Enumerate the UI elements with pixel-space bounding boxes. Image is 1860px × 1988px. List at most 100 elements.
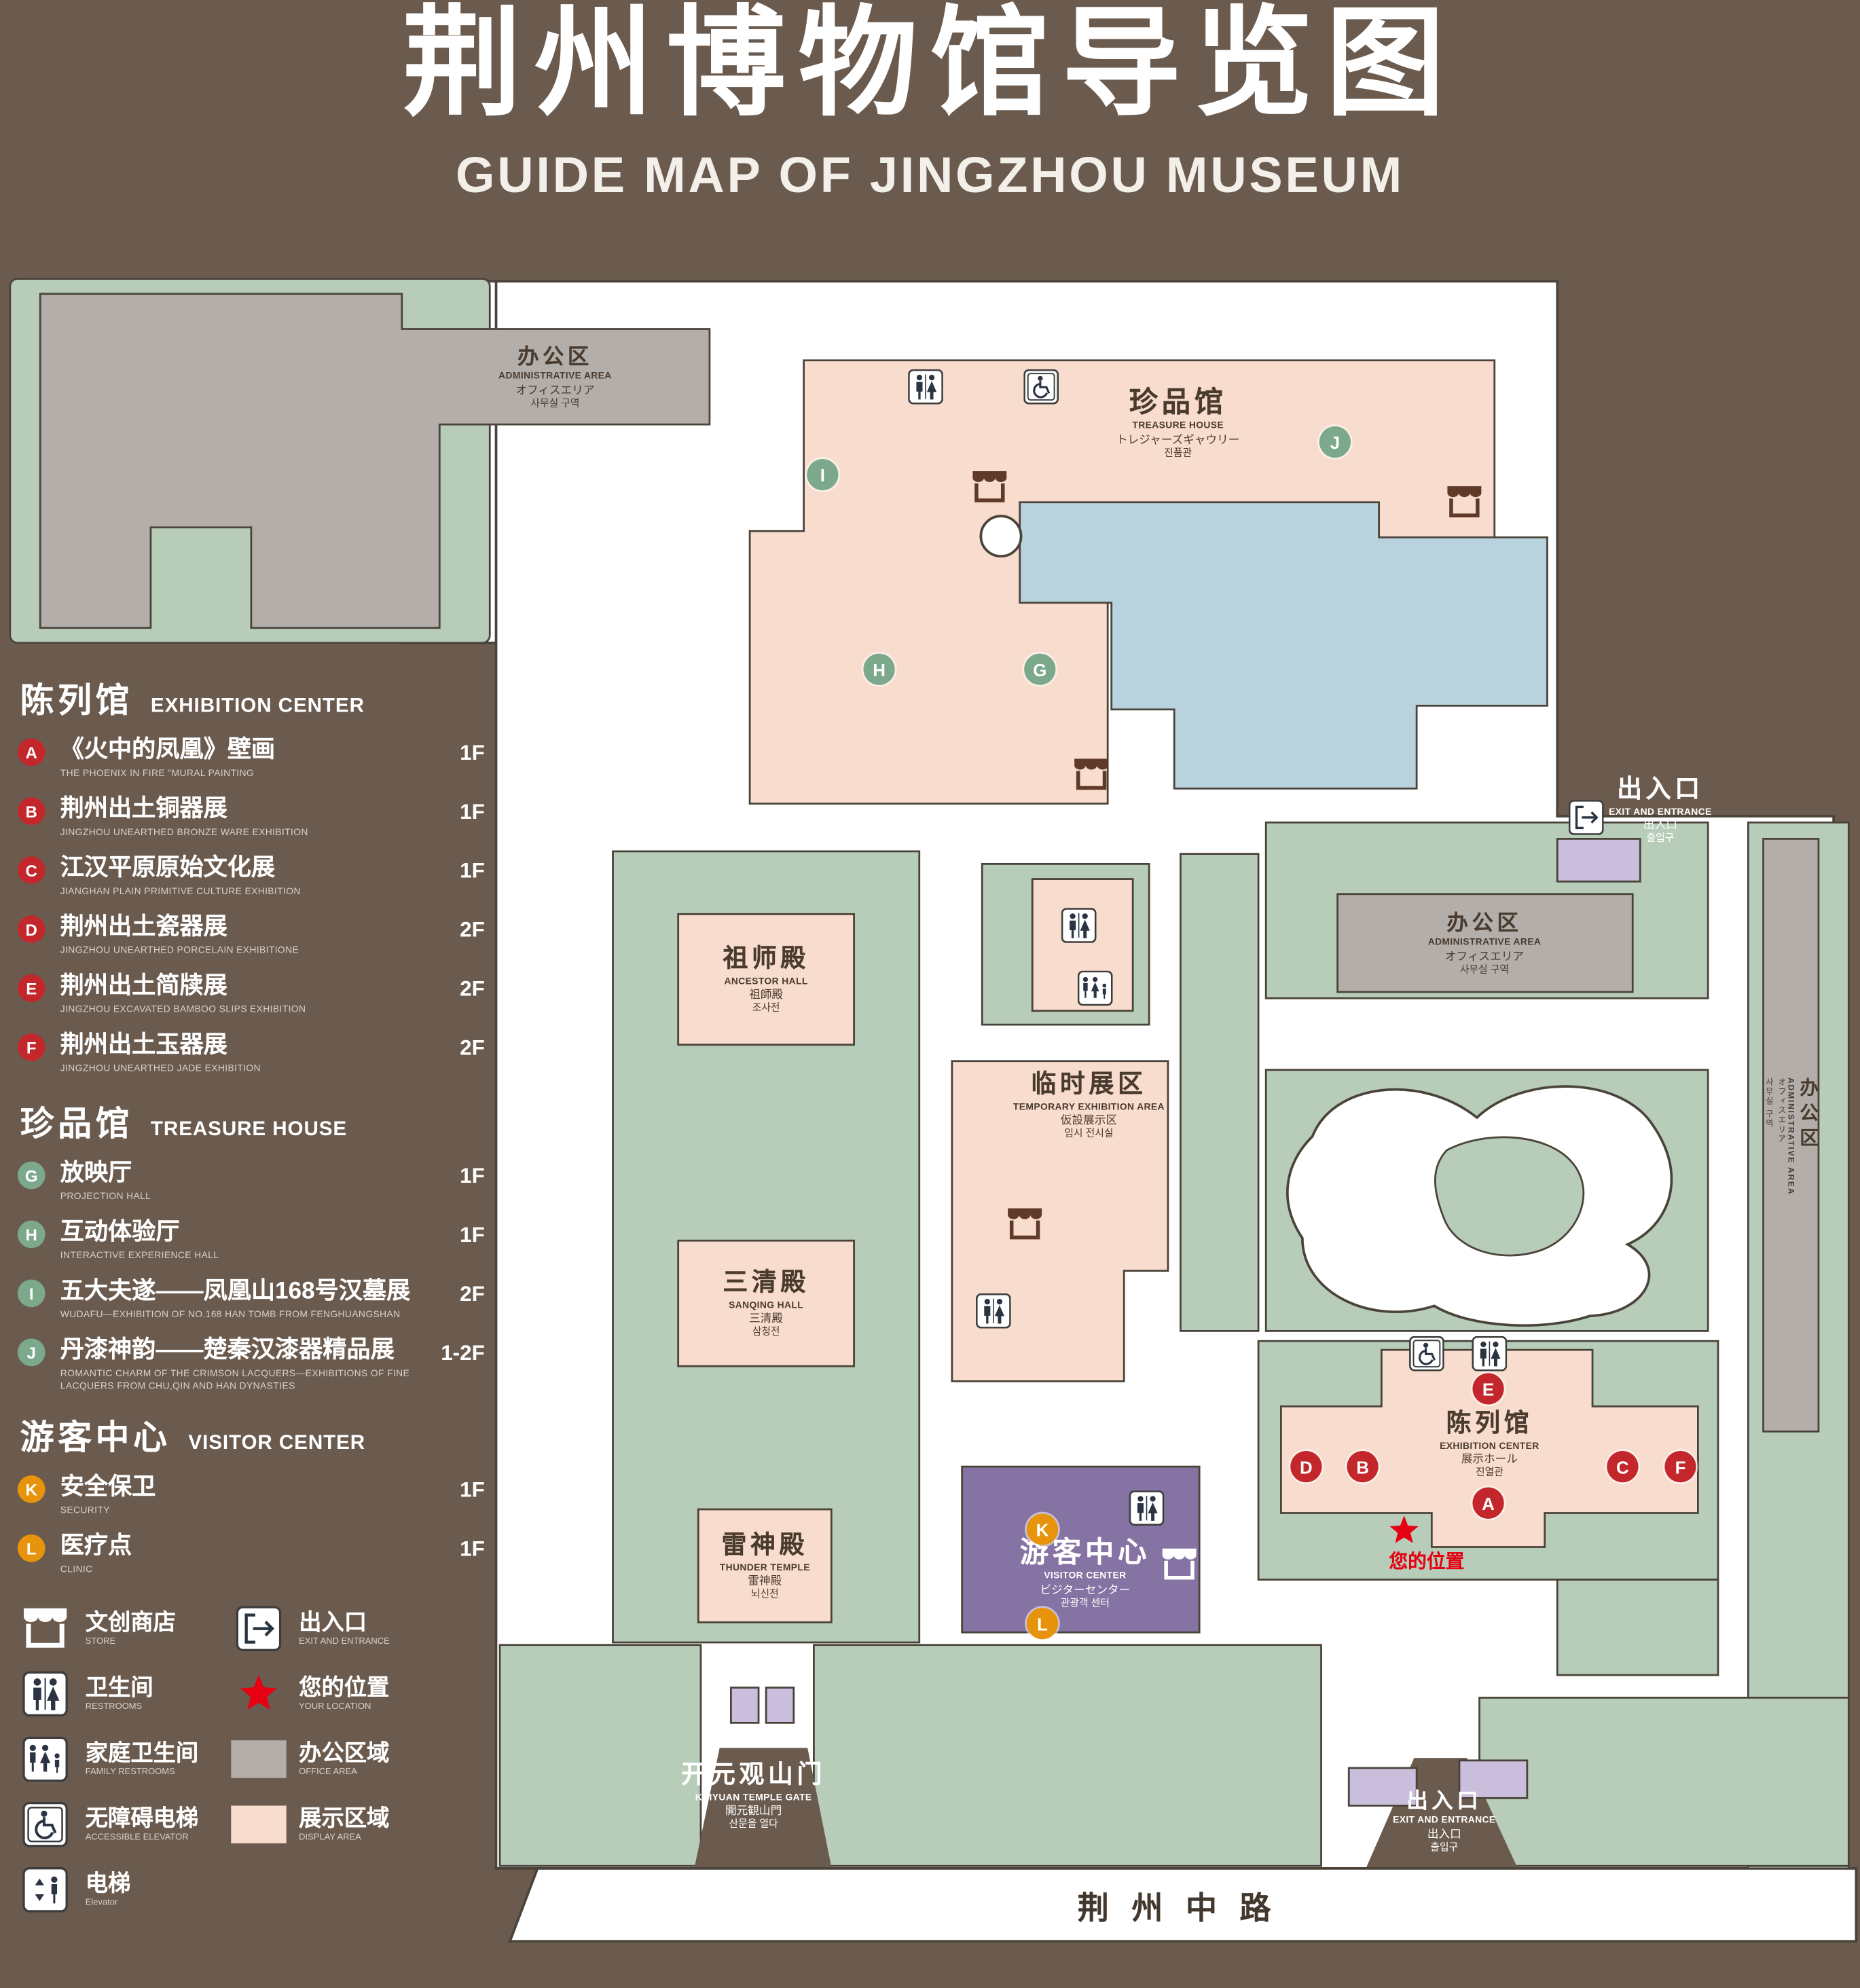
- road-jingzhou-middle: [508, 1867, 1858, 1943]
- entrance-structure-east: [1556, 838, 1641, 883]
- building-sanqing-hall: [677, 1239, 855, 1367]
- marker-F: F: [1664, 1450, 1696, 1483]
- building-thunder-temple: [697, 1508, 833, 1623]
- building-restrooms: [1031, 878, 1134, 1012]
- legend-item-F: F 荆州出土玉器展 JINGZHOU UNEARTHED JADE EXHIBI…: [17, 1032, 485, 1078]
- gate-structure-left: [729, 1687, 760, 1724]
- badge-E: E: [17, 974, 45, 1002]
- store-icon: [1006, 1207, 1043, 1241]
- marker-I: I: [807, 458, 839, 491]
- badge-J: J: [17, 1338, 45, 1367]
- legend-section-exhibition-center: 陈列馆 EXHIBITION CENTER A 《火中的凤凰》壁画 THE PH…: [17, 673, 485, 1078]
- restroom-icon: [1472, 1336, 1507, 1372]
- label-admin-east-strip: 办公区 ADMINISTRATIVE AREA オフィスエリア 사무실 구역: [1763, 1078, 1819, 1196]
- section-title-zh: 游客中心: [20, 1418, 171, 1457]
- accessible-elevator-icon: [18, 1801, 73, 1848]
- legend-item-L: L 医疗点 CLINIC 1F: [17, 1533, 485, 1579]
- entrance-structure-south-right: [1458, 1759, 1529, 1799]
- badge-B: B: [17, 797, 45, 826]
- pond: [1019, 501, 1548, 790]
- family-restroom-icon: [1078, 971, 1113, 1006]
- floor-D: 2F: [460, 917, 485, 942]
- marker-B: B: [1347, 1450, 1379, 1483]
- label-ancestor-hall: 祖师殿 ANCESTOR HALL 祖師殿 조사전: [723, 945, 809, 1014]
- page-title: 荆州博物馆导览图: [402, 0, 1458, 131]
- store-icon: [971, 471, 1008, 504]
- section-title-en: TREASURE HOUSE: [150, 1118, 348, 1141]
- exit-icon: [231, 1605, 286, 1653]
- badge-H: H: [17, 1220, 45, 1249]
- office-area-swatch: [231, 1735, 287, 1783]
- page-subtitle: GUIDE MAP OF JINGZHOU MUSEUM: [456, 148, 1404, 204]
- marker-H: H: [863, 653, 895, 685]
- legend-item-A: A 《火中的凤凰》壁画 THE PHOENIX IN FIRE "MURAL P…: [17, 737, 485, 784]
- marker-K: K: [1026, 1513, 1059, 1545]
- location-star-icon: [231, 1670, 286, 1718]
- marker-L: L: [1026, 1608, 1059, 1640]
- badge-D: D: [17, 915, 45, 943]
- label-thunder-temple: 雷神殿 THUNDER TEMPLE 雷神殿 뇌신전: [719, 1531, 810, 1600]
- elevator-icon: [18, 1866, 73, 1913]
- floor-J: 1-2F: [441, 1341, 485, 1365]
- green-area-south: [813, 1644, 1322, 1867]
- marker-A: A: [1472, 1487, 1504, 1519]
- label-temporary-exhibition: 临时展区 TEMPORARY EXHIBITION AREA 仮設展示区 임시 …: [1013, 1071, 1165, 1139]
- green-area-south-east: [1478, 1697, 1850, 1867]
- legend-item-E: E 荆州出土简牍展 JINGZHOU EXCAVATED BAMBOO SLIP…: [17, 973, 485, 1019]
- legend-section-treasure-house: 珍品馆 TREASURE HOUSE G 放映厅 PROJECTION HALL…: [17, 1097, 485, 1393]
- floor-K: 1F: [460, 1477, 485, 1503]
- building-ancestor-hall: [677, 913, 855, 1046]
- legend-item-G: G 放映厅 PROJECTION HALL 1F: [17, 1160, 485, 1207]
- restroom-icon: [1061, 908, 1097, 943]
- family-restroom-icon: [18, 1735, 73, 1783]
- building-exhibition-center: [1280, 1348, 1699, 1548]
- badge-A: A: [17, 738, 45, 767]
- floor-B: 1F: [460, 800, 485, 824]
- building-admin-east: [1336, 893, 1634, 993]
- legend-item-I: I 五大夫遂——凤凰山168号汉墓展 WUDAFU—EXHIBITION OF …: [17, 1278, 485, 1325]
- label-exit-south: 出入口 EXIT AND ENTRANCE 出入口 출입구: [1393, 1788, 1496, 1852]
- marker-E: E: [1472, 1373, 1504, 1405]
- label-visitor-center: 游客中心 VISITOR CENTER ビジターセンター 관광객 센터: [1019, 1535, 1151, 1608]
- restroom-icon: [1129, 1490, 1165, 1526]
- store-icon: [18, 1605, 73, 1653]
- floor-A: 1F: [460, 741, 485, 765]
- your-location-star-icon: [1387, 1513, 1422, 1549]
- garden-island: [1434, 1136, 1585, 1257]
- section-title-en: EXHIBITION CENTER: [150, 695, 365, 718]
- label-admin-northwest: 办公区 ADMINISTRATIVE AREA オフィスエリア 사무실 구역: [498, 344, 612, 409]
- label-treasure-house: 珍品馆 TREASURE HOUSE トレジャーズギャウリー 진품관: [1116, 385, 1240, 458]
- floor-F: 2F: [460, 1035, 485, 1060]
- restroom-icon: [18, 1670, 73, 1718]
- accessible-elevator-icon: [1409, 1336, 1444, 1372]
- store-icon: [1446, 485, 1483, 519]
- green-area-southwest: [498, 1644, 702, 1867]
- label-your-location: 您的位置: [1389, 1551, 1465, 1573]
- badge-L: L: [17, 1534, 45, 1562]
- store-icon: [1072, 758, 1110, 792]
- legend-item-J: J 丹漆神韵——楚秦汉漆器精品展 ROMANTIC CHARM OF THE C…: [17, 1338, 485, 1393]
- label-sanqing-hall: 三清殿 SANQING HALL 三清殿 삼청전: [723, 1269, 809, 1338]
- building-admin-northwest: [39, 293, 711, 629]
- legend-item-H: H 互动体验厅 INTERACTIVE EXPERIENCE HALL 1F: [17, 1219, 485, 1266]
- marker-J: J: [1319, 426, 1351, 458]
- label-kaiyuan-gate: 开元观山门 KAIYUAN TEMPLE GATE 開元観山門 산문을 열다: [681, 1761, 826, 1830]
- entrance-structure-south-left: [1347, 1767, 1418, 1807]
- badge-G: G: [17, 1161, 45, 1190]
- restroom-icon: [976, 1293, 1011, 1329]
- legend-item-D: D 荆州出土瓷器展 JINGZHOU UNEARTHED PORCELAIN E…: [17, 914, 485, 960]
- legend-item-B: B 荆州出土铜器展 JINGZHOU UNEARTHED BRONZE WARE…: [17, 796, 485, 843]
- gate-driveway: [694, 1748, 832, 1868]
- gate-structure-right: [765, 1687, 795, 1724]
- floor-L: 1F: [460, 1536, 485, 1561]
- label-exit-east: 出入口 EXIT AND ENTRANCE 出入口 출입구: [1609, 775, 1712, 844]
- marker-D: D: [1290, 1450, 1322, 1483]
- marker-C: C: [1607, 1450, 1639, 1483]
